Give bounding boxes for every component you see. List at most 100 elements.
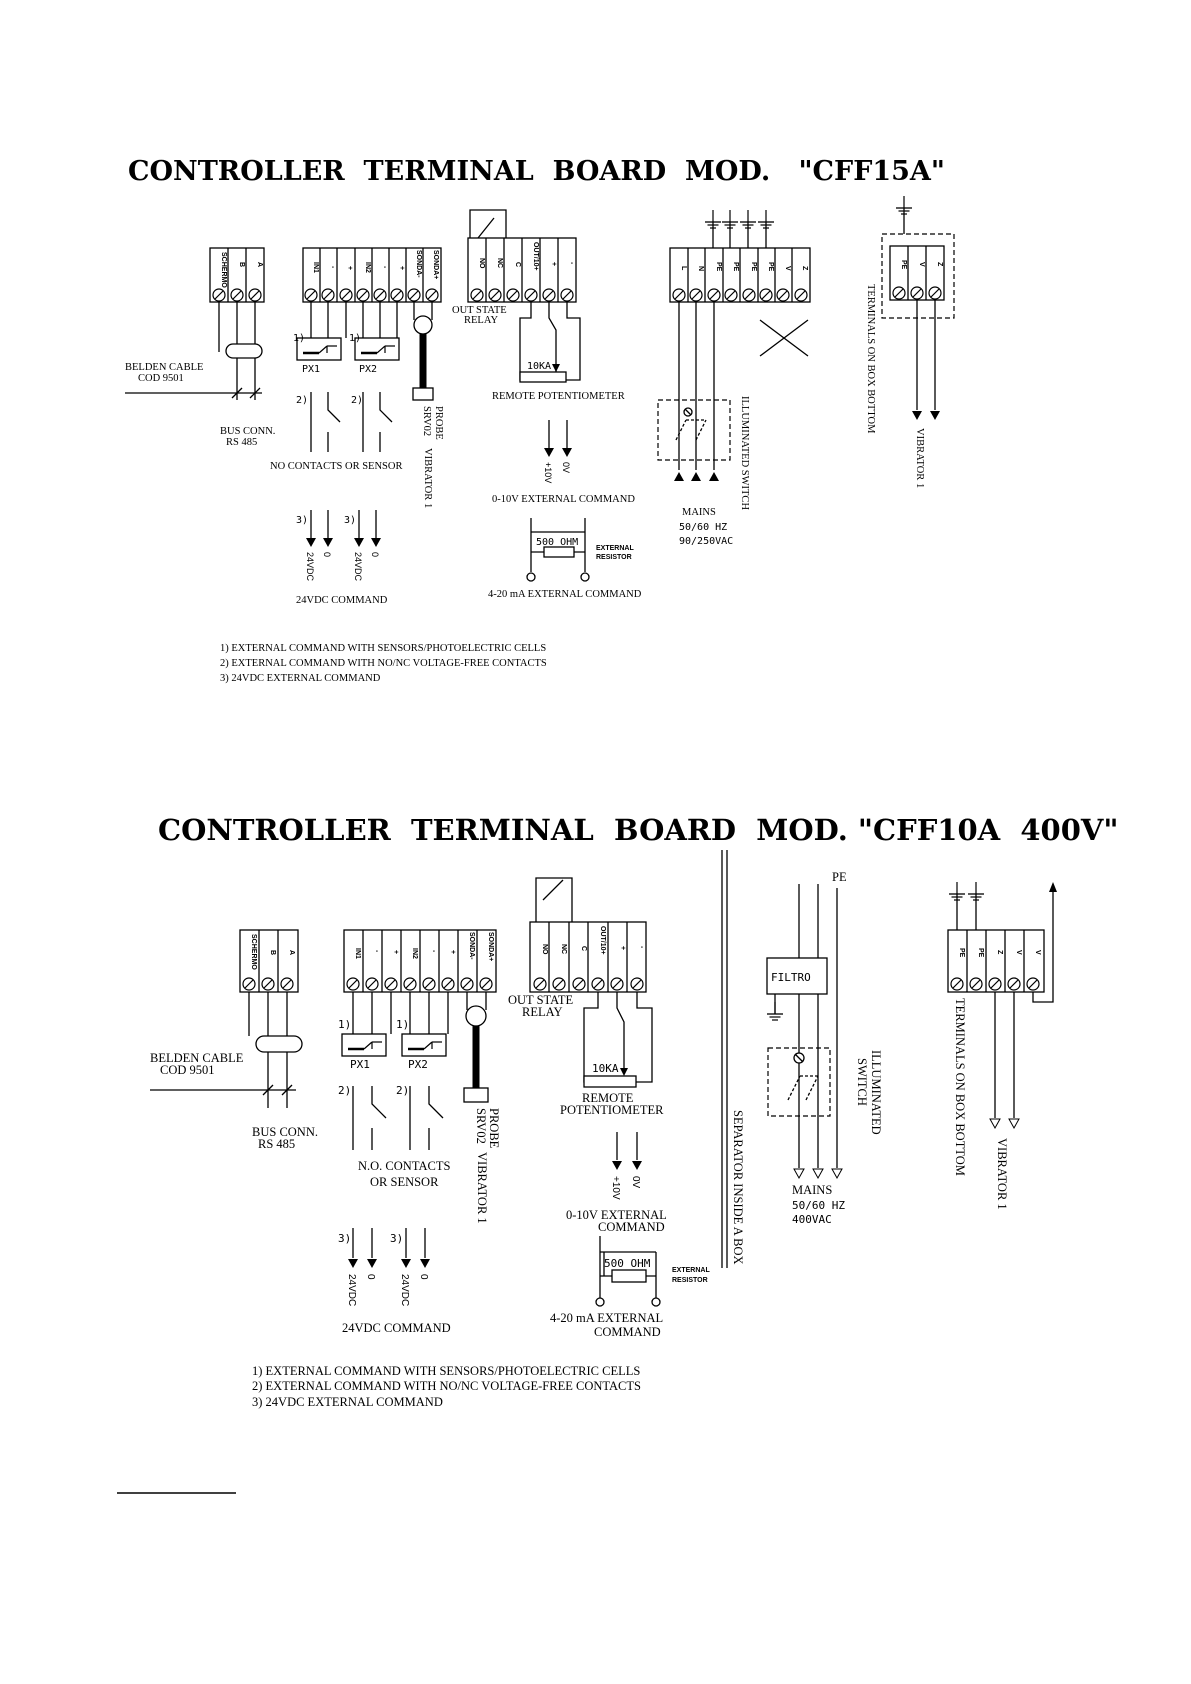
terminal-label: C — [580, 946, 587, 951]
note-marker: 2) — [296, 395, 308, 406]
terminal-label: IN1 — [312, 262, 319, 273]
px1-label: PX1 — [302, 364, 320, 375]
box-terminal-block-1: PE V Z — [889, 245, 945, 301]
terminal-label: V — [1015, 950, 1022, 955]
ohm-label: 500 OHM — [604, 1257, 651, 1270]
bus-conn-label: BUS CONN. — [220, 426, 275, 437]
command-label: COMMAND — [594, 1325, 661, 1339]
relay-terminal-block-1: NO NC C OUT/10+ + - — [467, 237, 577, 303]
resistor-label: RESISTOR — [672, 1277, 708, 1284]
cmd-24-label: 24VDC COMMAND — [296, 595, 388, 606]
terminal-label: C — [514, 262, 521, 267]
belden-cable-label: BELDEN CABLE — [150, 1051, 244, 1065]
note-marker: 3) — [390, 1232, 403, 1245]
terminal-label: Z — [801, 266, 808, 271]
cmd-4-20-label: 4-20 mA EXTERNAL COMMAND — [488, 589, 642, 600]
relay-label: RELAY — [522, 1005, 563, 1019]
potentiometer-icon — [519, 371, 567, 383]
box-terminal-block-2: PE PE Z V V — [947, 929, 1045, 993]
terminal-label: V — [1034, 950, 1041, 955]
no-contacts-label: NO CONTACTS OR SENSOR — [270, 461, 402, 472]
plus10v-label: +10V — [610, 1176, 621, 1200]
section1-title: CONTROLLER TERMINAL BOARD MOD. "CFF15A" — [128, 156, 945, 187]
remote-pot-label: REMOTE POTENTIOMETER — [492, 391, 625, 402]
terminal-label: Z — [996, 950, 1003, 955]
terminal-label: B — [269, 950, 276, 955]
cable-shield-1 — [225, 343, 263, 359]
terminal-label: PE — [958, 948, 965, 958]
terminal-label: - — [329, 266, 336, 269]
filtro-box — [766, 957, 828, 995]
terminal-label: N — [697, 266, 704, 271]
terminal-label: V — [918, 262, 925, 267]
switch-label: SWITCH — [855, 1058, 869, 1106]
resistor-icon — [611, 1269, 647, 1283]
input-terminal-block-1: IN1 - + IN2 - + SONDA- SONDA+ — [302, 247, 442, 303]
vibrator-out-label: VIBRATOR 1 — [995, 1138, 1009, 1210]
vibrator-label: VIBRATOR 1 — [475, 1152, 489, 1224]
terminal-label: A — [288, 950, 295, 955]
terminal-label: SCHERMO — [250, 934, 257, 970]
terminal-label: PE — [732, 262, 739, 272]
hz-label: 50/60 HZ — [679, 522, 727, 533]
command-label: COMMAND — [598, 1220, 665, 1234]
terminal-label: V — [784, 266, 791, 271]
illuminated-label: ILLUMINATED — [869, 1050, 883, 1135]
terminal-label: - — [568, 262, 575, 265]
out-state-label: OUT STATE — [508, 993, 573, 1007]
resistor-label: RESISTOR — [596, 554, 632, 561]
cmd-4-20-label: 4-20 mA EXTERNAL — [550, 1311, 663, 1325]
terminal-label: + — [550, 262, 557, 266]
relay-terminal-block-2: NO NC C OUT/10+ + - — [529, 921, 647, 993]
pot-value-label: 10KA — [592, 1062, 619, 1075]
rs485-label: RS 485 — [226, 437, 257, 448]
terminal-label: SONDA+ — [487, 932, 494, 961]
plus10v-label: +10V — [543, 462, 553, 483]
illuminated-switch-box — [657, 399, 731, 461]
cod-label: COD 9501 — [160, 1063, 215, 1077]
note-2: 2) EXTERNAL COMMAND WITH NO/NC VOLTAGE-F… — [252, 1379, 641, 1393]
note-marker: 1) — [293, 333, 305, 344]
terminal-label: PE — [900, 260, 907, 270]
v24-label: 24VDC — [346, 1274, 357, 1306]
bus-terminal-block-2: SCHERMO B A — [239, 929, 299, 993]
note-marker: 2) — [396, 1084, 409, 1097]
resistor-icon — [543, 546, 575, 558]
terminal-label: SONDA- — [415, 250, 422, 278]
probe-label: PROBE — [433, 406, 444, 440]
terminal-label: PE — [750, 262, 757, 272]
cable-shield-2 — [255, 1035, 303, 1053]
box-bottom-frame-1 — [881, 233, 955, 319]
terminals-bottom-label: TERMINALS ON BOX BOTTOM — [865, 284, 876, 434]
px2-label: PX2 — [408, 1058, 428, 1071]
pot-value-label: 10KA — [527, 361, 551, 372]
note-marker: 1) — [396, 1018, 409, 1031]
note-marker: 1) — [338, 1018, 351, 1031]
srv02-label: SRV02 — [474, 1108, 488, 1144]
px1-sensor-icon — [340, 1032, 388, 1058]
vibrator-out-label: VIBRATOR 1 — [914, 428, 925, 488]
px2-label: PX2 — [359, 364, 377, 375]
note-marker: 2) — [351, 395, 363, 406]
srv02-label: SRV02 — [421, 406, 432, 436]
hz-label: 50/60 HZ — [792, 1199, 845, 1212]
vac-label: 400VAC — [792, 1213, 832, 1226]
terminal-label: IN1 — [354, 948, 361, 959]
illuminated-label: ILLUMINATED SWITCH — [739, 396, 750, 510]
note-2: 2) EXTERNAL COMMAND WITH NO/NC VOLTAGE-F… — [220, 658, 547, 669]
ohm-label: 500 OHM — [536, 537, 578, 548]
terminal-label: L — [680, 266, 687, 271]
section2-title: CONTROLLER TERMINAL BOARD MOD. "CFF10A 4… — [158, 813, 1119, 847]
cmd-0-10v-label: 0-10V EXTERNAL COMMAND — [492, 494, 635, 505]
terminal-label: OUT/10+ — [599, 926, 606, 955]
illuminated-switch-box — [767, 1047, 831, 1117]
terminal-label: Z — [936, 262, 943, 267]
cmd-24-label: 24VDC COMMAND — [342, 1321, 451, 1335]
px2-sensor-icon — [353, 336, 401, 362]
note-1: 1) EXTERNAL COMMAND WITH SENSORS/PHOTOEL… — [220, 643, 546, 654]
terminal-label: NC — [560, 944, 567, 954]
vibrator-label: VIBRATOR 1 — [422, 448, 433, 508]
terminal-label: - — [638, 946, 645, 949]
v24-label: 24VDC — [353, 552, 363, 582]
